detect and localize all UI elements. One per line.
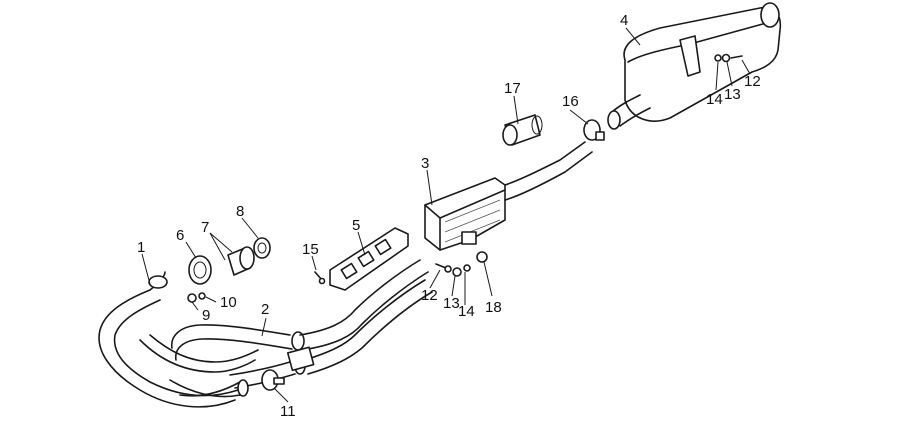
callout-13-rear: 13 [724,86,741,103]
collector-pipe [286,259,433,375]
callout-18: 18 [485,299,502,316]
fastener-set-rear [714,53,743,63]
sleeve-7 [227,246,255,276]
callout-14-middle: 14 [458,303,475,320]
clamp-11 [261,369,285,391]
callout-16: 16 [562,93,579,110]
screw-15 [314,271,326,285]
callout-7: 7 [201,219,209,236]
callout-15: 15 [302,241,319,258]
washer-10 [198,292,206,300]
fastener-set-middle [435,251,488,277]
callout-4: 4 [620,12,628,29]
header-pipe-1 [98,271,259,408]
flange-6 [188,255,212,285]
callout-3: 3 [421,155,429,172]
bushing-17 [502,114,543,146]
rear-silencer-4 [607,2,782,130]
callout-12-middle: 12 [421,287,438,304]
header-pipe-2 [171,324,306,397]
callout-10: 10 [220,294,237,311]
callout-14-rear: 14 [706,91,723,108]
callout-2: 2 [261,301,269,318]
callout-12-rear: 12 [744,73,761,90]
callout-9: 9 [202,307,210,324]
heat-shield-5 [329,227,409,291]
gasket-8 [253,237,271,259]
middle-silencer-3 [424,141,593,251]
leader-lines [141,27,751,403]
callout-1: 1 [137,239,145,256]
callout-17: 17 [504,80,521,97]
callout-8: 8 [236,203,244,220]
callout-13-middle: 13 [443,295,460,312]
nut-9 [187,293,197,303]
callout-11: 11 [280,403,296,420]
callout-6: 6 [176,227,184,244]
callout-5: 5 [352,217,360,234]
pipe-clamp-16 [583,119,605,141]
